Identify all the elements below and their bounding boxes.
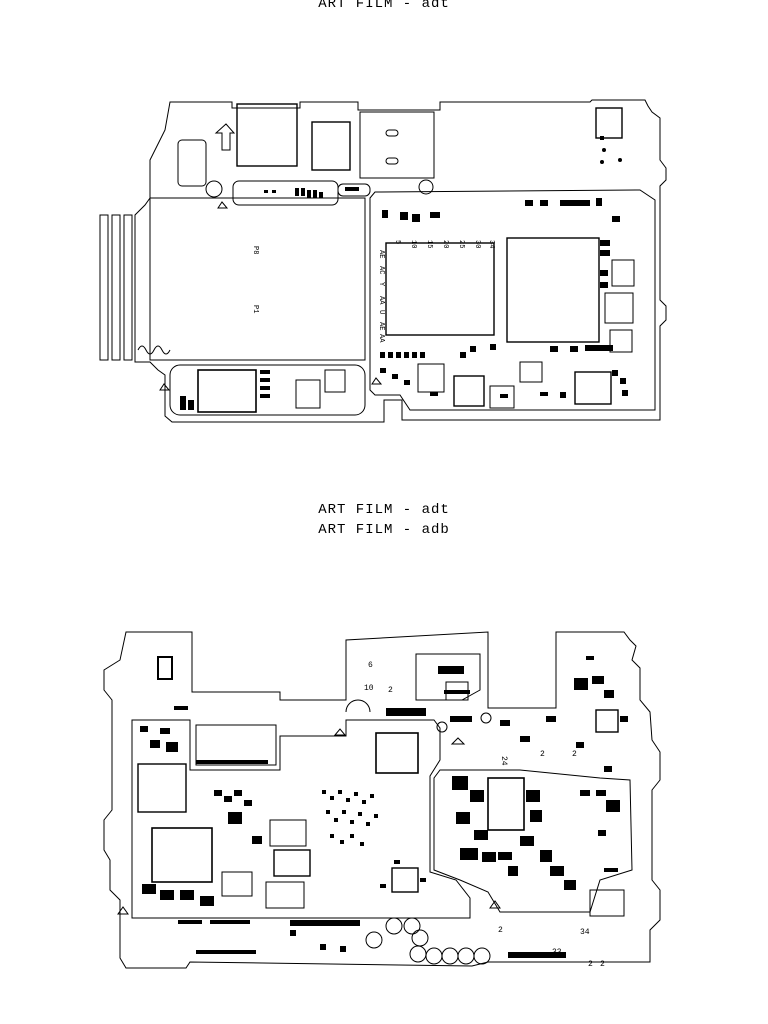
top-label-p8: P8 <box>251 246 259 254</box>
pin-row-label: 25 <box>457 240 465 248</box>
side-connector-1 <box>99 214 109 361</box>
top-label-p1: P1 <box>251 305 259 313</box>
bottom-label: 10 <box>364 684 374 693</box>
bottom-ic-4 <box>487 777 525 831</box>
bottom-label: 33 <box>552 948 562 957</box>
top-ic-large-1 <box>385 242 495 336</box>
pin-row-label: 10 <box>409 240 417 248</box>
bottom-ic-1 <box>137 763 187 813</box>
caption-middle-adt: ART FILM - adt <box>318 502 450 518</box>
bottom-label: 6 <box>368 661 373 670</box>
bottom-label: 2 <box>498 926 503 935</box>
bottom-label: 34 <box>580 928 590 937</box>
pin-col-label: AE <box>377 322 385 330</box>
pin-col-label: AA <box>377 296 385 305</box>
bottom-label: 2 <box>600 960 605 969</box>
pin-col-label: AE <box>377 250 385 258</box>
pin-row-label: 30 <box>473 240 481 248</box>
pin-row-label: 15 <box>425 240 433 248</box>
pcb-top-outline <box>134 99 667 423</box>
pin-row-label: 5 <box>393 240 401 244</box>
pin-col-label: AA <box>377 334 385 343</box>
pin-col-label: AC <box>377 266 385 274</box>
pcb-bottom-outline <box>103 631 661 969</box>
bottom-label: 24 <box>499 756 508 766</box>
pin-row-label: 34 <box>487 240 495 248</box>
bottom-label: 2 <box>588 960 593 969</box>
pin-row-label: 20 <box>441 240 449 248</box>
bottom-label: 2 <box>540 750 545 759</box>
side-connector-2 <box>111 214 121 361</box>
bottom-ic-2 <box>151 827 213 883</box>
pcb-top-layer: P8 P1 5 10 15 20 25 30 34 AE AC Y AA U A… <box>99 99 667 423</box>
bottom-label: 2 <box>388 686 393 695</box>
pin-col-label: Y <box>377 282 385 287</box>
caption-top: ART FILM - adt <box>318 0 450 12</box>
bottom-label: 2 <box>572 750 577 759</box>
pin-col-label: U <box>377 310 385 314</box>
bottom-ic-3 <box>375 732 419 774</box>
top-ic-large-2 <box>506 237 600 343</box>
side-connector-3 <box>123 214 133 361</box>
pcb-bottom-layer: 6 10 2 24 2 2 33 34 2 2 2 <box>103 631 661 969</box>
caption-middle-adb: ART FILM - adb <box>318 522 450 538</box>
